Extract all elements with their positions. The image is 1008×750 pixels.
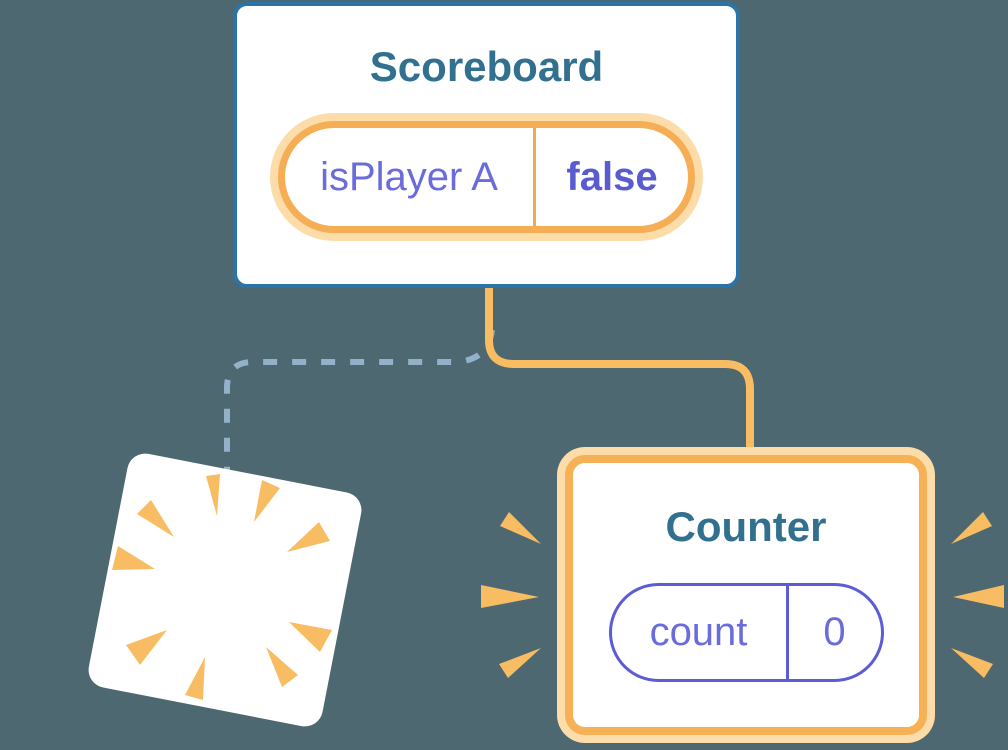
emphasis-ray xyxy=(951,648,993,678)
removed-branch-connector-line xyxy=(224,329,495,470)
poof-ray xyxy=(185,657,205,700)
poof-burst-icon xyxy=(112,474,332,700)
parent-child-connector-line xyxy=(485,288,754,452)
counter-state-pill: count 0 xyxy=(608,583,884,682)
state-name-cell: isPlayer A xyxy=(285,128,536,226)
emphasis-ray xyxy=(481,585,539,608)
count-value-cell: 0 xyxy=(823,610,846,654)
scoreboard-component-card: Scoreboard isPlayer A false xyxy=(233,2,740,288)
poof-ray xyxy=(254,480,280,522)
state-value-cell: false xyxy=(566,154,658,199)
scoreboard-state-pill-inner: isPlayer A false xyxy=(278,121,695,233)
scoreboard-state-pill: isPlayer A false xyxy=(270,113,703,241)
counter-title: Counter xyxy=(665,503,827,550)
poof-ray xyxy=(206,474,220,516)
count-name-cell: count xyxy=(612,586,789,679)
counter-component-card: Counter count 0 xyxy=(557,447,935,743)
poof-ray xyxy=(289,622,332,652)
counter-card-inner: Counter count 0 xyxy=(565,455,927,735)
scoreboard-title: Scoreboard xyxy=(369,43,604,90)
poof-card xyxy=(88,453,362,727)
poof-ray xyxy=(137,500,174,537)
emphasis-ray xyxy=(951,512,992,544)
poof-ray xyxy=(112,546,155,570)
emphasis-ray xyxy=(953,585,1004,608)
poof-ray xyxy=(126,630,167,665)
emphasis-ray xyxy=(499,648,541,678)
emphasis-ray xyxy=(500,512,541,544)
poof-ray xyxy=(287,522,330,552)
emphasis-rays-icon xyxy=(481,512,1004,678)
poof-ray xyxy=(266,647,298,687)
